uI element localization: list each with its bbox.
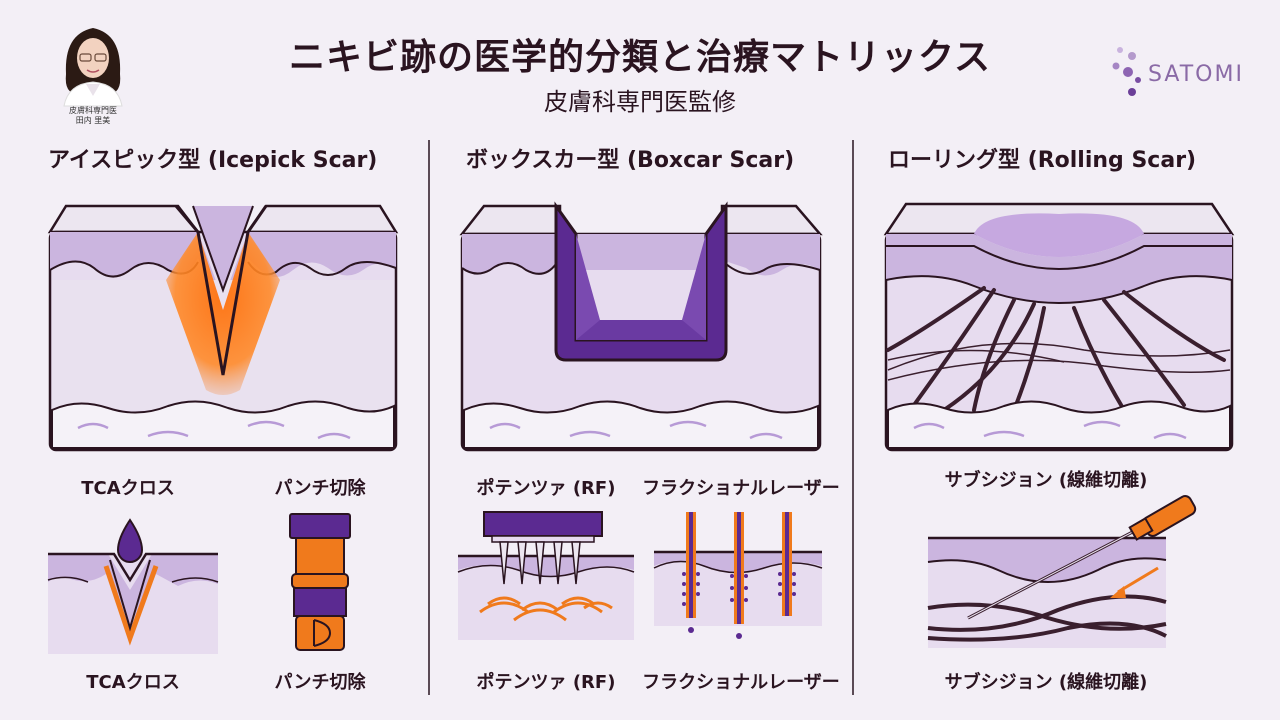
rolling-scar-diagram [883, 202, 1235, 452]
section-title-boxcar: ボックスカー型 (Boxcar Scar) [466, 148, 795, 173]
treatment-label-fractional-top: フラクショナルレーザー [642, 478, 840, 499]
doctor-name: 田内 里美 [75, 116, 111, 125]
fractional-laser-illustration [653, 512, 823, 639]
icepick-scar-diagram [47, 204, 399, 452]
treatment-label-tca-bottom: TCAクロス [86, 672, 180, 693]
punch-excision-illustration [289, 513, 351, 651]
subcision-illustration [927, 495, 1197, 648]
treatment-label-potenza-top: ポテンツァ (RF) [476, 478, 616, 499]
treatment-label-fractional-bottom: フラクショナルレーザー [642, 672, 840, 693]
treatment-label-tca-top: TCAクロス [81, 478, 175, 499]
satomi-logo-icon [1112, 47, 1141, 96]
column-divider-2 [852, 140, 854, 695]
doctor-title: 皮膚科専門医 [69, 106, 117, 115]
treatment-label-subcision-bottom: サブシジョン (線維切離) [944, 672, 1148, 693]
section-title-icepick: アイスピック型 (Icepick Scar) [48, 148, 378, 173]
page-subtitle: 皮膚科専門医監修 [544, 88, 736, 116]
doctor-avatar [63, 28, 123, 107]
potenza-rf-illustration [457, 511, 635, 640]
section-title-rolling: ローリング型 (Rolling Scar) [888, 148, 1197, 173]
column-divider-1 [428, 140, 430, 695]
doctor-caption: 皮膚科専門医 田内 里美 [40, 106, 146, 126]
treatment-label-subcision-top: サブシジョン (線維切離) [944, 470, 1148, 491]
page-title: ニキビ跡の医学的分類と治療マトリックス [289, 37, 991, 78]
tca-cross-illustration [47, 518, 219, 654]
logo-text: SATOMI [1148, 62, 1244, 87]
treatment-label-punch-bottom: パンチ切除 [274, 672, 366, 693]
treatment-label-punch-top: パンチ切除 [274, 478, 366, 499]
treatment-label-potenza-bottom: ポテンツァ (RF) [476, 672, 616, 693]
boxcar-scar-diagram [459, 201, 823, 452]
